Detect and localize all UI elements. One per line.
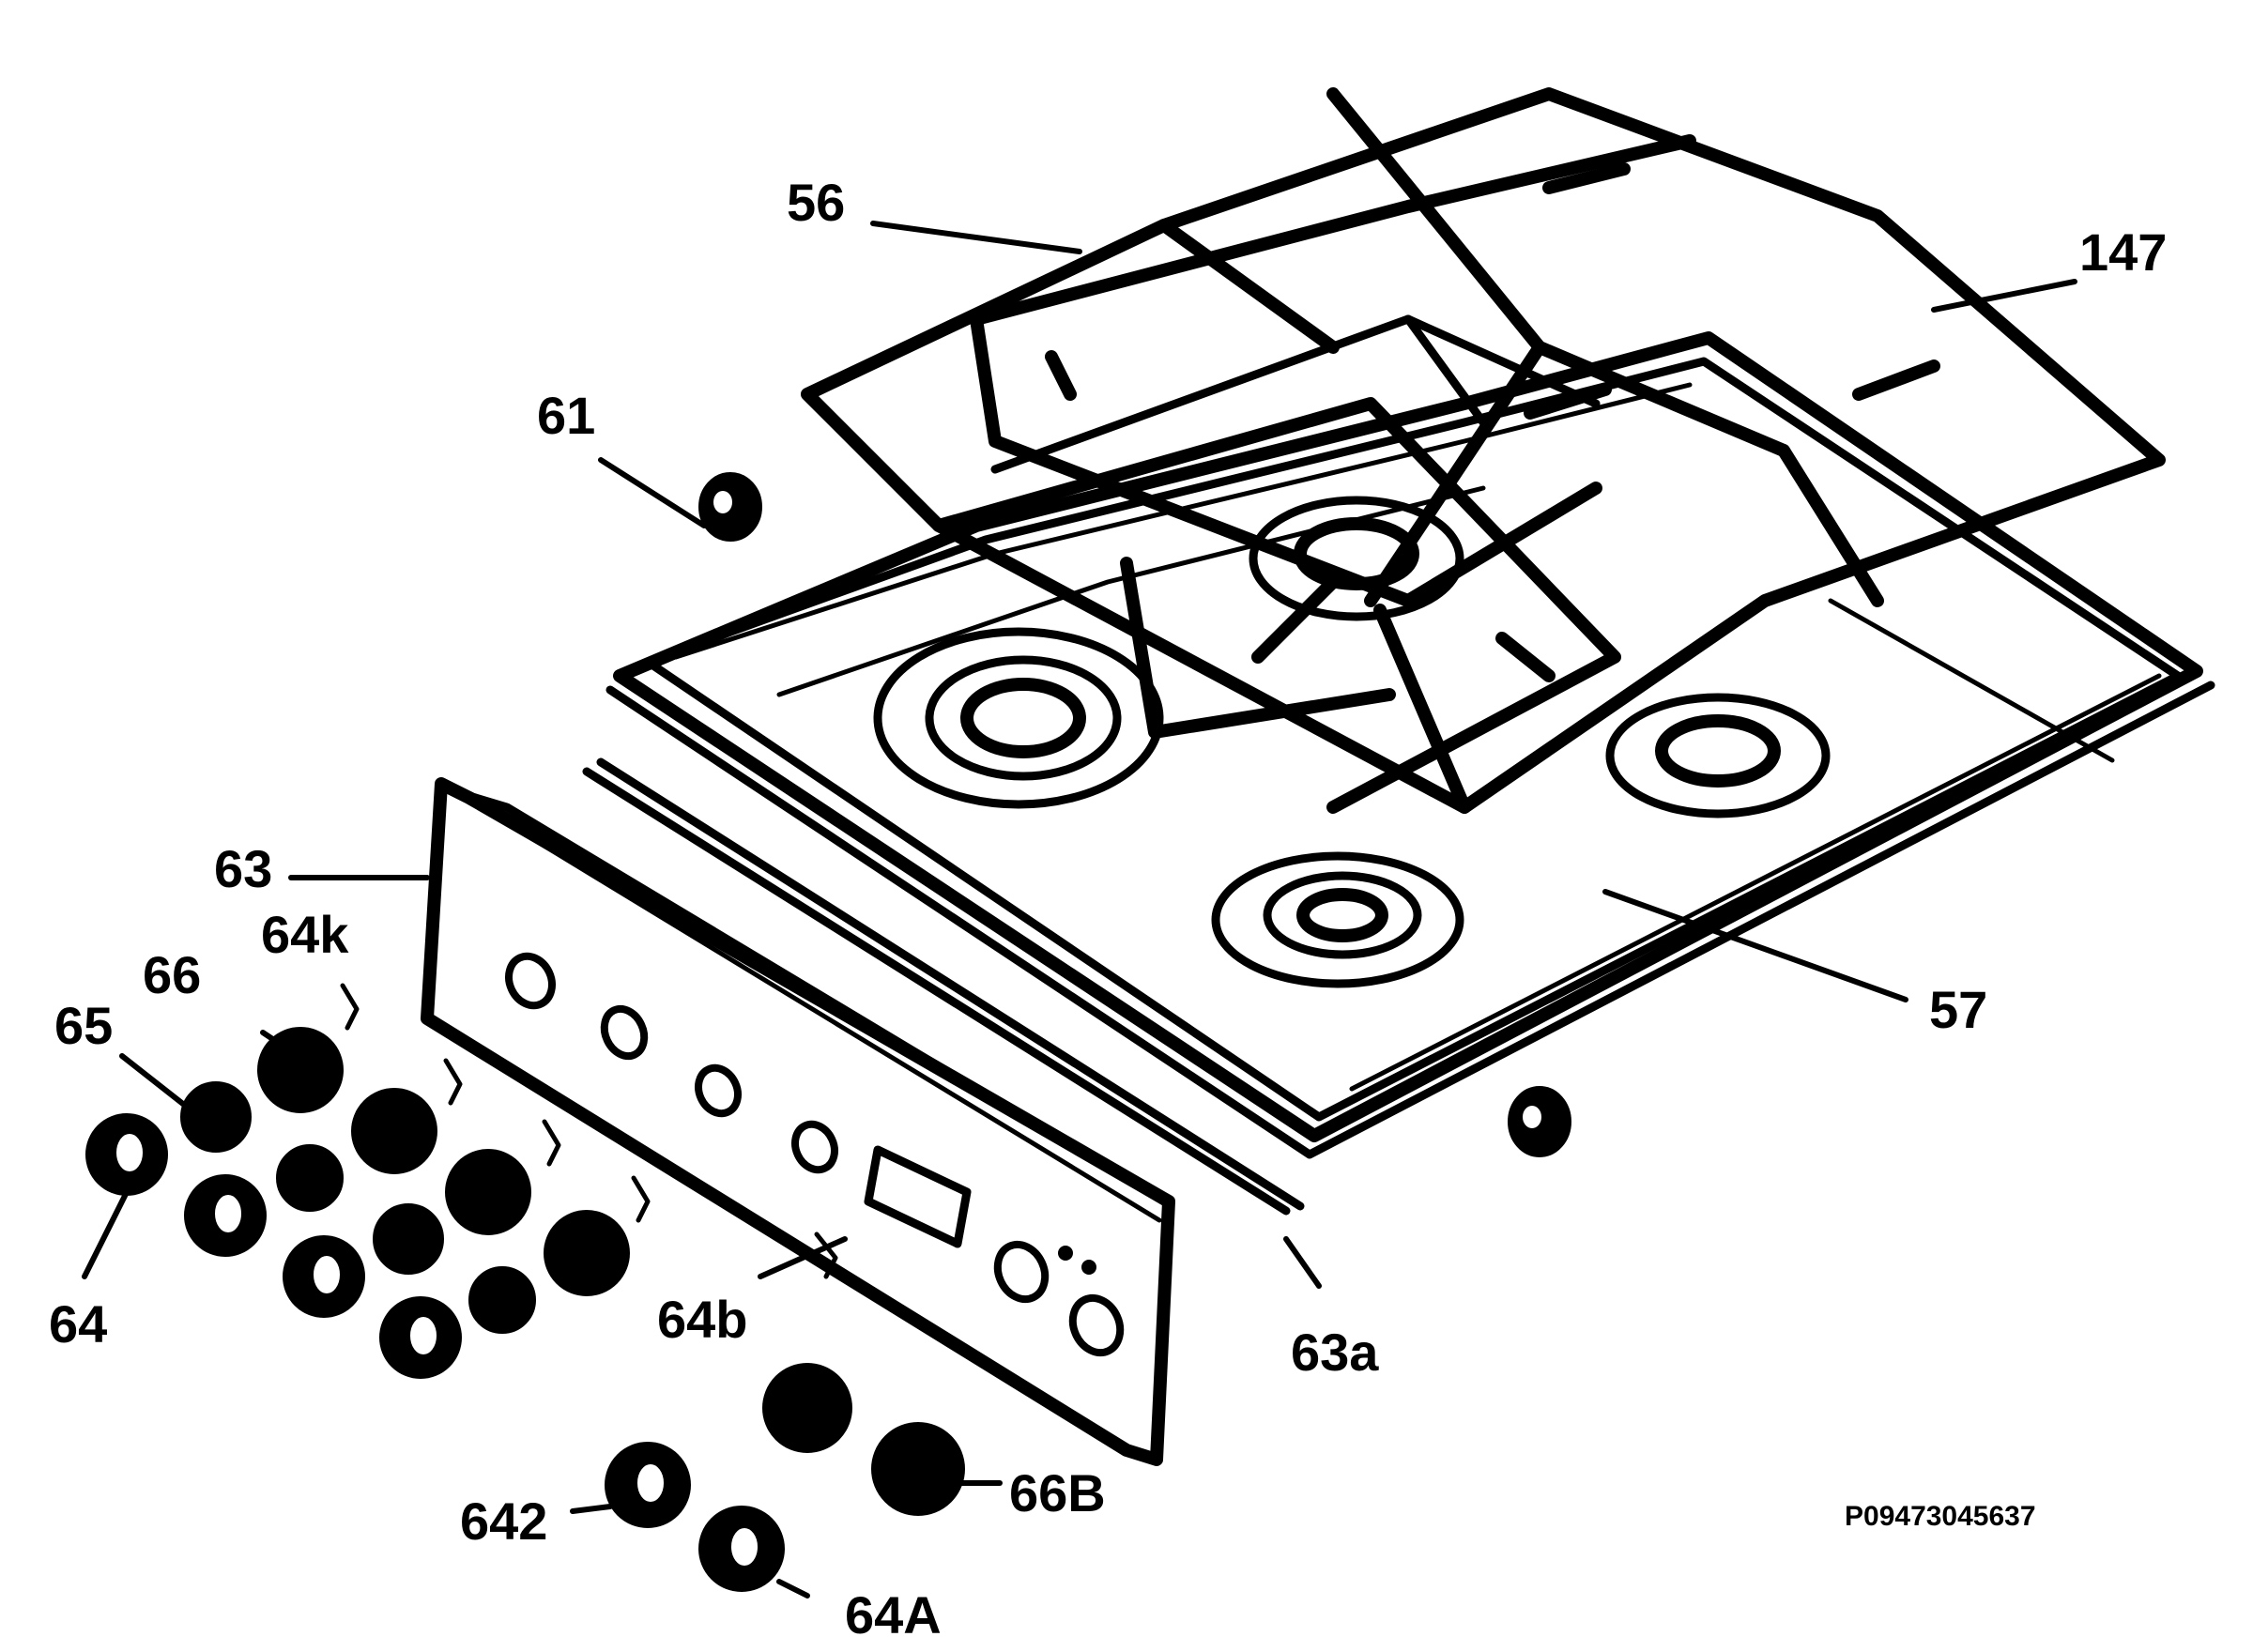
- foot-right: [1508, 1086, 1571, 1157]
- label-642: 642: [460, 1491, 547, 1551]
- panel-gasket-strip: [582, 757, 1305, 1216]
- label-61: 61: [537, 386, 595, 445]
- label-63a: 63a: [1291, 1323, 1379, 1382]
- knob-spring-clips: [340, 983, 838, 1279]
- control-knob-642: [605, 1442, 691, 1528]
- foot-61: [698, 472, 762, 542]
- pan-support-grid: [801, 87, 2166, 814]
- control-knob: [283, 1235, 365, 1318]
- burner-right: [1605, 693, 1831, 818]
- label-57: 57: [1929, 980, 1987, 1039]
- label-66: 66: [143, 945, 201, 1004]
- label-64k: 64k: [261, 905, 349, 964]
- label-147: 147: [2079, 222, 2167, 282]
- label-65: 65: [54, 996, 113, 1055]
- control-panel: [421, 777, 1175, 1466]
- leader-lines: [82, 221, 2077, 1598]
- drawing-code: P09473045637: [1845, 1501, 2036, 1532]
- label-56: 56: [787, 173, 845, 232]
- control-knob: [379, 1296, 462, 1379]
- label-66B: 66B: [1009, 1463, 1106, 1522]
- label-64A: 64A: [845, 1585, 942, 1644]
- control-knob: [85, 1113, 168, 1196]
- knob-bezel-cluster: [180, 1027, 965, 1516]
- control-knob: [184, 1174, 267, 1257]
- label-64b: 64b: [657, 1290, 748, 1349]
- burner-front-center: [1211, 851, 1464, 988]
- burner-front-left: [873, 627, 1164, 809]
- control-knob-64A: [698, 1506, 785, 1592]
- hob-top-plate: [605, 331, 2215, 1159]
- label-63: 63: [214, 839, 272, 898]
- label-64: 64: [49, 1294, 107, 1354]
